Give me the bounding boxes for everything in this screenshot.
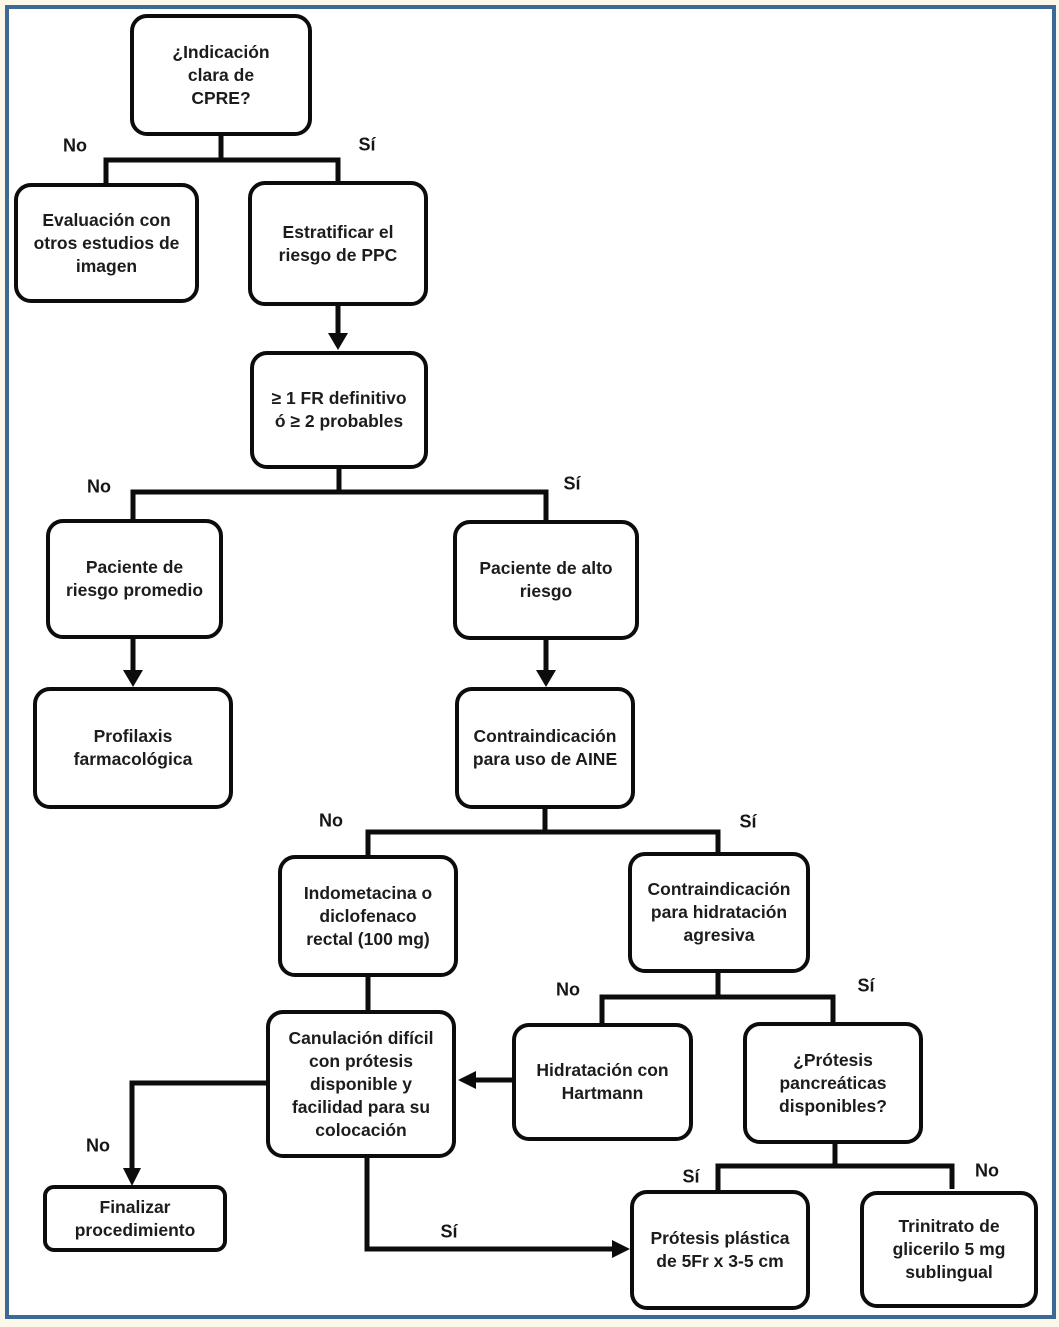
edge-label-protesisq-no: No — [975, 1160, 999, 1181]
node-fr-criteria: ≥ 1 FR definitivo ó ≥ 2 probables — [250, 351, 428, 469]
node-profilaxis: Profilaxis farmacológica — [33, 687, 233, 809]
node-protesis-plastica: Prótesis plástica de 5Fr x 3-5 cm — [630, 1190, 810, 1310]
node-alto-riesgo: Paciente de alto riesgo — [453, 520, 639, 640]
node-protesis-q: ¿Prótesis pancreáticas disponibles? — [743, 1022, 923, 1144]
edge-canulacion-to-finalizar — [129, 1080, 268, 1170]
node-finalizar-label: Finalizar procedimiento — [74, 1196, 196, 1240]
edge-label-aine-no: No — [319, 810, 343, 831]
node-canulacion: Canulación difícil con prótesis disponib… — [266, 1010, 456, 1158]
edge-cpre-split — [103, 134, 341, 184]
node-estratificar: Estratificar el riesgo de PPC — [248, 181, 428, 306]
edge-label-fr-si: Sí — [563, 473, 581, 494]
arrowhead-right-protesis — [612, 1240, 630, 1258]
edge-canulacion-to-protesis — [364, 1156, 613, 1252]
node-indometacina: Indometacina o diclofenaco rectal (100 m… — [278, 855, 458, 977]
node-fr-criteria-label: ≥ 1 FR definitivo ó ≥ 2 probables — [271, 388, 407, 431]
edge-protesisq-split — [715, 1142, 955, 1190]
edge-label-protesisq-si: Sí — [682, 1166, 700, 1187]
node-contra-hidratacion-label: Contraindicación para hidratación agresi… — [647, 879, 791, 945]
node-eval-imaging: Evaluación con otros estudios de imagen — [14, 183, 199, 303]
node-hartmann: Hidratación con Hartmann — [512, 1023, 693, 1141]
node-canulacion-label: Canulación difícil con prótesis disponib… — [288, 1027, 434, 1140]
edge-fr-split — [130, 468, 549, 521]
edge-label-aine-si: Sí — [739, 811, 757, 832]
node-contra-aine-label: Contraindicación para uso de AINE — [472, 726, 618, 769]
node-riesgo-promedio: Paciente de riesgo promedio — [46, 519, 223, 639]
arrowhead-down-aine — [536, 670, 556, 687]
node-trinitrato-label: Trinitrato de glicerilo 5 mg sublingual — [892, 1216, 1006, 1282]
node-contra-hidratacion: Contraindicación para hidratación agresi… — [628, 852, 810, 973]
edge-label-fr-no: No — [87, 476, 111, 497]
node-eval-imaging-label: Evaluación con otros estudios de imagen — [33, 209, 180, 276]
arrowhead-down-finalizar — [123, 1168, 141, 1186]
node-protesis-plastica-label: Prótesis plástica de 5Fr x 3-5 cm — [650, 1228, 790, 1271]
edge-hidratacion-split — [599, 971, 836, 1023]
node-cpre-question-label: ¿Indicación clara de CPRE? — [172, 41, 270, 108]
node-protesis-q-label: ¿Prótesis pancreáticas disponibles? — [779, 1049, 887, 1116]
node-riesgo-promedio-label: Paciente de riesgo promedio — [65, 557, 204, 600]
node-contra-aine: Contraindicación para uso de AINE — [455, 687, 635, 809]
edge-label-cpre-si: Sí — [358, 134, 376, 155]
edge-label-canulacion-no: No — [86, 1135, 110, 1156]
arrowhead-left-canulacion — [458, 1071, 476, 1089]
arrowhead-down-profilaxis — [123, 670, 143, 687]
edge-aine-split — [365, 807, 721, 855]
edge-label-cpre-no: No — [63, 135, 87, 156]
edge-label-hidratacion-si: Sí — [857, 975, 875, 996]
node-hartmann-label: Hidratación con Hartmann — [536, 1060, 669, 1103]
node-finalizar: Finalizar procedimiento — [43, 1185, 227, 1252]
node-profilaxis-label: Profilaxis farmacológica — [73, 726, 193, 769]
edge-label-hidratacion-no: No — [556, 979, 580, 1000]
node-indometacina-label: Indometacina o diclofenaco rectal (100 m… — [303, 882, 433, 949]
node-cpre-question: ¿Indicación clara de CPRE? — [130, 14, 312, 136]
arrowhead-down-fr — [328, 333, 348, 350]
edge-label-canulacion-si: Sí — [440, 1221, 458, 1242]
node-alto-riesgo-label: Paciente de alto riesgo — [479, 558, 613, 601]
node-trinitrato: Trinitrato de glicerilo 5 mg sublingual — [860, 1191, 1038, 1308]
node-estratificar-label: Estratificar el riesgo de PPC — [278, 221, 398, 265]
